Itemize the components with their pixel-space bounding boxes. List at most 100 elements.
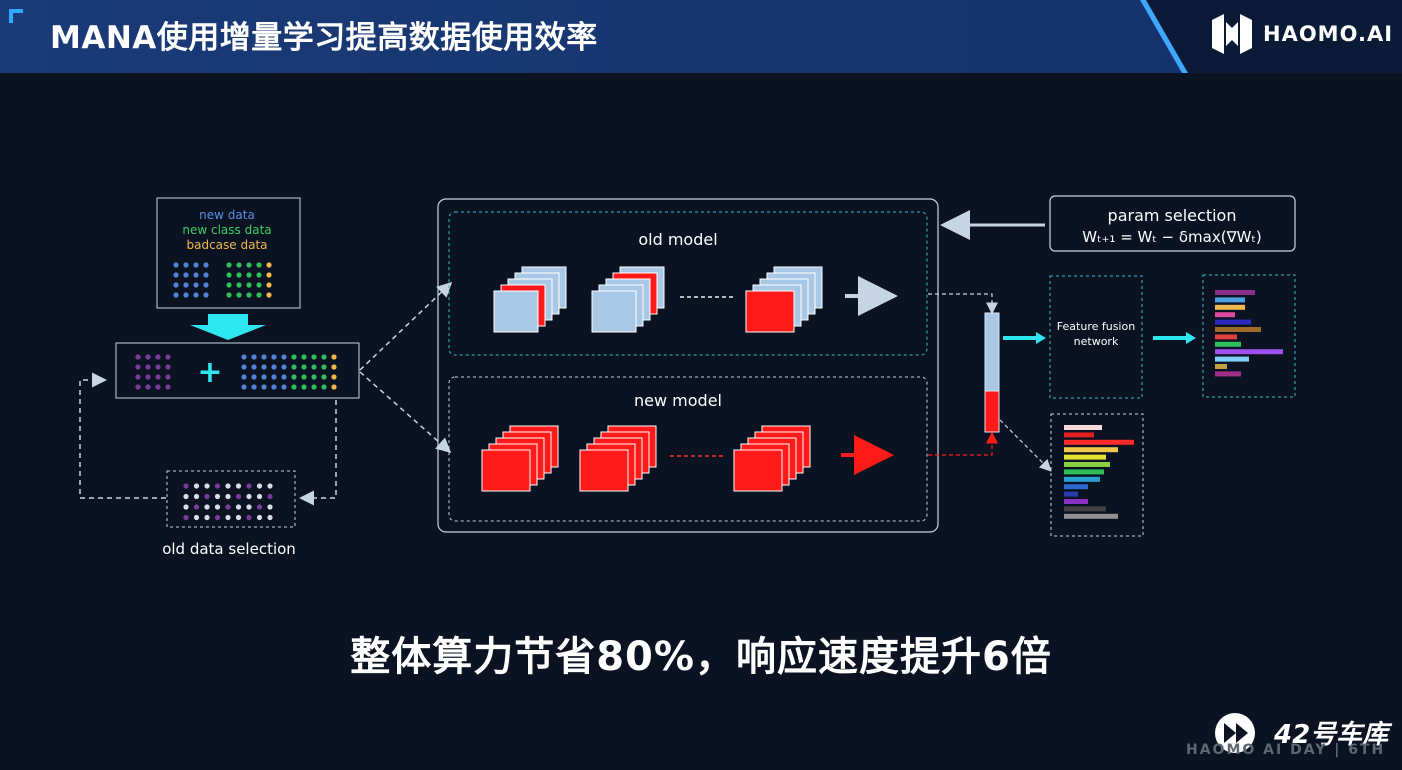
data-dot	[301, 374, 307, 380]
data-dot	[261, 364, 267, 370]
output-bar	[1064, 513, 1118, 519]
data-dot	[203, 262, 209, 268]
data-dot	[203, 282, 209, 288]
data-dot	[236, 282, 242, 288]
data-dot	[251, 354, 257, 360]
old-model-panel	[448, 211, 928, 356]
merged-data-box	[115, 342, 360, 399]
data-dot	[267, 514, 273, 521]
data-dot	[183, 504, 189, 510]
data-dot	[225, 483, 231, 489]
data-dot	[235, 493, 242, 500]
data-dot	[256, 272, 262, 278]
new-to-fusion-bar-arrow	[928, 431, 998, 456]
data-dot	[256, 483, 263, 489]
old-model-layer-stacks	[493, 266, 823, 333]
data-dot	[173, 262, 179, 268]
data-dot	[241, 364, 247, 370]
data-dot	[236, 292, 242, 298]
legend-new-class-data: new class data	[182, 223, 271, 237]
data-dot	[183, 262, 189, 268]
fusion-arrowhead-icon	[1186, 332, 1196, 344]
data-dot	[241, 374, 247, 380]
data-dot	[321, 374, 327, 380]
data-dot	[193, 483, 200, 489]
data-dot	[281, 374, 287, 380]
data-dot	[226, 272, 232, 278]
data-dot	[145, 374, 151, 380]
data-dot	[281, 364, 287, 370]
data-dot	[321, 354, 327, 360]
data-dot	[204, 514, 210, 521]
output-bar	[1064, 491, 1078, 497]
header-bar: MANA使用增量学习提高数据使用效率 HAOMO.AI	[0, 0, 1402, 73]
data-dot	[225, 504, 231, 510]
data-dot	[145, 364, 151, 370]
data-dot	[173, 282, 179, 288]
feature-map-layer	[745, 290, 795, 333]
data-dot	[267, 483, 273, 489]
corner-bracket-icon	[9, 9, 23, 23]
data-dot	[193, 493, 200, 500]
feature-fusion-label: Feature fusion	[1057, 320, 1135, 333]
haomo-logo-icon	[1212, 14, 1252, 54]
param-selection-title: param selection	[1108, 206, 1237, 225]
legend-badcase-data: badcase data	[186, 238, 267, 252]
data-dot	[214, 493, 221, 500]
new-model-output-bars	[1064, 425, 1134, 519]
fused-feature-bar-top	[984, 312, 1000, 392]
data-dot	[214, 483, 221, 489]
data-dot	[225, 514, 231, 521]
data-dot	[311, 354, 317, 360]
data-dot	[183, 272, 189, 278]
data-dot	[311, 374, 317, 380]
data-dot	[145, 354, 151, 360]
output-bar	[1215, 319, 1251, 325]
data-dot	[261, 374, 267, 380]
output-bar	[1215, 297, 1245, 303]
data-dot	[235, 514, 242, 521]
data-dot	[291, 354, 297, 360]
data-dot	[236, 272, 242, 278]
data-dot	[261, 354, 267, 360]
old-data-selection-box	[166, 470, 296, 528]
data-dot	[261, 384, 267, 390]
feature-map-layer	[579, 449, 629, 492]
output-bar	[1215, 341, 1241, 347]
data-dot	[165, 374, 171, 380]
data-dot	[204, 493, 210, 500]
legend-new-data: new data	[199, 208, 255, 222]
feature-map-layer	[481, 449, 531, 492]
new-model-label: new model	[634, 391, 722, 410]
data-dot	[135, 354, 141, 360]
data-dot	[246, 514, 252, 521]
fusion-output-box	[1202, 274, 1296, 398]
output-bar	[1215, 349, 1283, 355]
data-dot	[193, 514, 200, 521]
data-dot	[193, 292, 199, 298]
output-bar	[1064, 476, 1100, 482]
data-dot	[256, 493, 263, 500]
data-dot	[246, 493, 252, 500]
data-dot	[241, 384, 247, 390]
data-dot	[266, 292, 272, 298]
arrow-to-old-model	[359, 281, 453, 371]
logo-text: HAOMO.AI	[1263, 22, 1394, 46]
output-bar	[1215, 371, 1241, 377]
legend-dot-grid	[173, 262, 272, 298]
data-dot	[301, 354, 307, 360]
loop-arrow-left	[79, 372, 166, 499]
output-bar	[1064, 425, 1102, 430]
data-dot	[226, 282, 232, 288]
data-dot	[266, 272, 272, 278]
data-dot	[311, 384, 317, 390]
output-bar	[1215, 364, 1227, 369]
data-dot	[331, 374, 337, 380]
data-dot	[266, 282, 272, 288]
plus-icon: +	[197, 355, 222, 390]
old-data-dot-grid	[183, 483, 273, 521]
data-dot	[256, 282, 262, 288]
data-dot	[246, 282, 252, 288]
data-dot	[256, 262, 262, 268]
data-dot	[135, 374, 141, 380]
